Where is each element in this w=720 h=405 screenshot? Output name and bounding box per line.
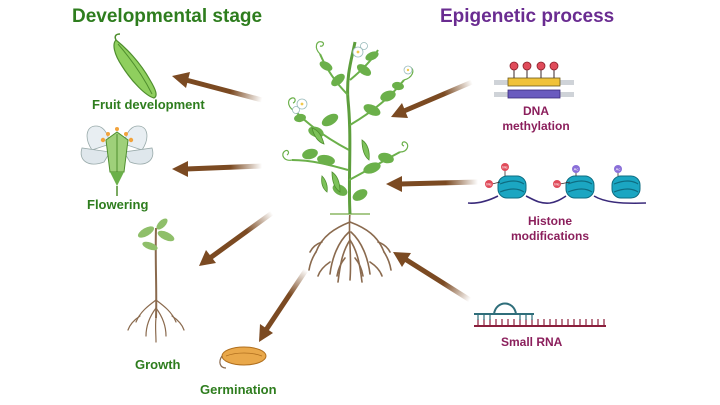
seedling-icon	[127, 218, 185, 343]
histone-modifications-line2: modifications	[510, 229, 589, 243]
fruit-development-label: Fruit development	[92, 97, 205, 112]
pea-plant-icon	[282, 41, 414, 283]
histone-modifications-line1: Histone	[527, 214, 572, 228]
nucleosome-icon: Me Me Me Ac Ac	[467, 163, 647, 205]
ac-mark-text: Ac	[574, 167, 579, 172]
growth-label: Growth	[135, 357, 181, 372]
seed-icon	[219, 346, 267, 369]
methyl-mark-icon	[485, 180, 493, 188]
arrow-from-histone-modifications	[386, 176, 481, 192]
histone-modifications-label: Histone modifications	[500, 214, 600, 244]
dna-methylation-line2: methylation	[502, 119, 570, 133]
me-mark-text: Me	[502, 165, 508, 170]
small-rna-icon	[474, 302, 606, 327]
me-mark-text: Me	[554, 182, 560, 187]
pea-pod-icon	[113, 33, 157, 99]
dna-methylation-line1: DNA	[523, 104, 549, 118]
ac-mark-text: Ac	[616, 167, 621, 172]
arrow-from-dna-methylation	[391, 79, 475, 118]
methyl-mark-icon	[501, 163, 509, 171]
dna-methylation-label: DNA methylation	[496, 104, 576, 134]
epigenetic-process-heading: Epigenetic process	[440, 6, 615, 27]
arrow-to-growth	[199, 210, 275, 266]
arrow-from-small-rna	[393, 252, 473, 303]
acetyl-mark-icon	[572, 165, 580, 173]
small-rna-label: Small RNA	[501, 335, 563, 349]
developmental-stage-heading: Developmental stage	[72, 6, 263, 27]
flower-icon	[80, 125, 154, 196]
arrow-to-flowering	[172, 161, 265, 177]
flowering-label: Flowering	[87, 197, 149, 212]
methyl-mark-icon	[553, 180, 561, 188]
acetyl-mark-icon	[614, 165, 622, 173]
arrow-to-germination	[259, 267, 309, 342]
me-mark-text: Me	[486, 182, 492, 187]
germination-label: Germination	[200, 382, 277, 397]
arrow-to-fruit-development	[172, 72, 265, 103]
dna-methylation-icon	[494, 61, 574, 99]
